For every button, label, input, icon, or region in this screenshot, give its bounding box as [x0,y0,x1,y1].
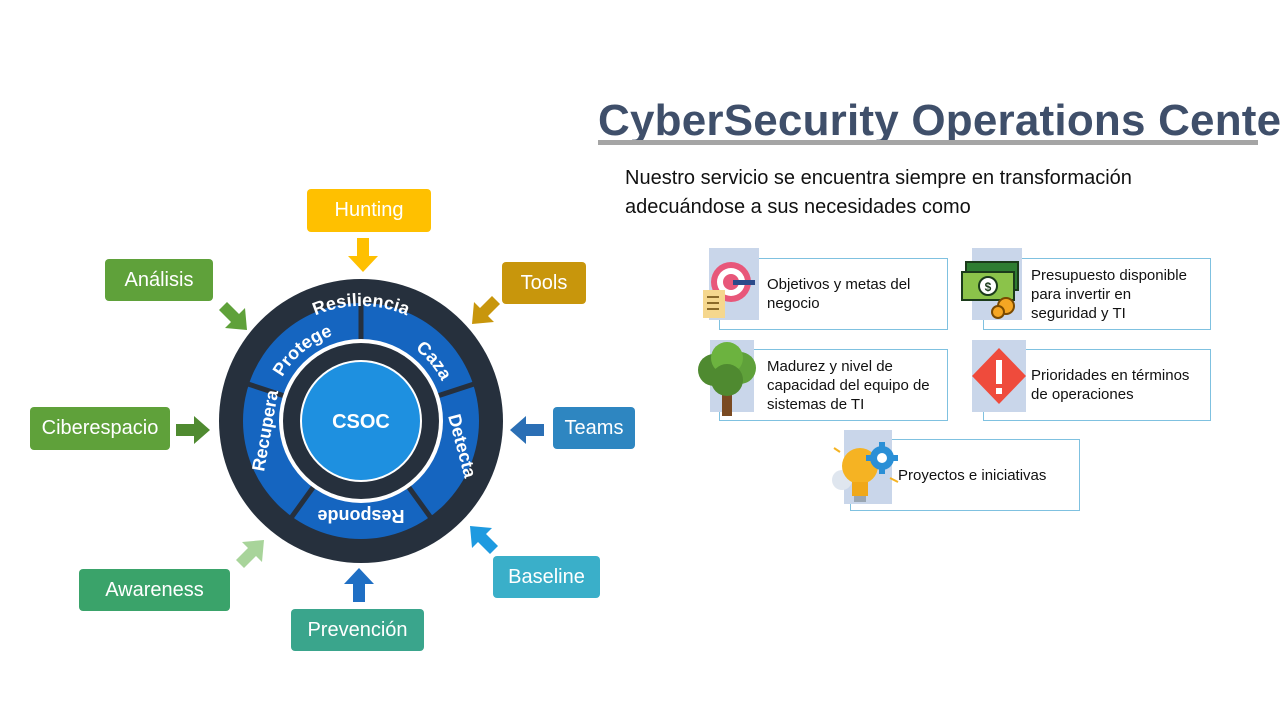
chip-hunting: Hunting [307,189,431,232]
card-presupuesto-text: Presupuesto disponible para invertir en … [1031,266,1187,323]
chip-baseline-label: Baseline [508,565,585,588]
csoc-wheel: Resiliencia Protege Caza Detecta Respond… [219,279,503,563]
svg-text:$: $ [985,280,992,294]
card-presupuesto-line-1: Presupuesto disponible [1031,266,1187,284]
chip-hunting-label: Hunting [334,199,404,221]
card-madurez-line-1: Madurez y nivel de [767,357,893,375]
arrow-prevencion [344,568,374,602]
card-presupuesto-line-2: para invertir en [1031,285,1132,303]
subtitle-line-2: adecuándose a sus necesidades como [625,196,971,218]
chip-ciberespacio-label: Ciberespacio [41,417,159,439]
arrow-ciberespacio [176,416,210,444]
chip-awareness-label: Awareness [105,578,204,601]
card-prioridades-line-1: Prioridades en términos [1031,367,1190,384]
arrow-baseline [470,526,498,554]
warning-icon [972,340,1026,412]
card-madurez-text: Madurez y nivel de capacidad del equipo … [767,357,930,414]
card-madurez-line-3: sistemas de TI [767,395,865,413]
arrow-analisis [219,302,247,330]
arrow-awareness [236,540,264,568]
card-madurez: Madurez y nivel de capacidad del equipo … [719,349,948,421]
tree-icon [698,340,756,416]
chip-prevencion-label: Prevención [307,618,408,641]
arrow-teams [510,416,544,444]
segment-label-responde: Responde [317,506,404,526]
chip-analisis-label: Análisis [124,268,194,291]
card-prioridades-line-2: de operaciones [1031,386,1134,403]
chip-awareness: Awareness [79,569,230,611]
card-objetivos-text: Objetivos y metas del negocio [767,276,911,312]
chip-analisis: Análisis [105,259,213,301]
chip-prevencion: Prevención [291,609,424,651]
card-presupuesto-line-3: seguridad y TI [1031,304,1126,322]
chip-tools: Tools [502,262,586,304]
center-circle [300,360,422,482]
chip-teams-label: Teams [564,416,624,439]
chip-teams: Teams [553,407,635,449]
chip-tools-label: Tools [520,271,568,294]
arrow-tools [472,296,500,324]
chip-ciberespacio: Ciberespacio [30,407,170,450]
subtitle: Nuestro servicio se encuentra siempre en… [625,164,1132,222]
chip-baseline: Baseline [493,556,600,598]
card-prioridades-text: Prioridades en términos de operaciones [1031,366,1189,404]
lightbulb-gear-icon [832,430,899,504]
title-underline [598,140,1258,145]
target-icon [703,248,759,320]
subtitle-line-1: Nuestro servicio se encuentra siempre en… [625,167,1132,189]
arrow-hunting [348,238,378,272]
card-proyectos-text: Proyectos e iniciativas [898,466,1047,484]
center-label: CSOC [332,411,390,433]
page-title: CyberSecurity Operations Center [598,96,1280,145]
money-icon: $ [961,248,1022,320]
card-madurez-line-2: capacidad del equipo de [767,376,930,394]
